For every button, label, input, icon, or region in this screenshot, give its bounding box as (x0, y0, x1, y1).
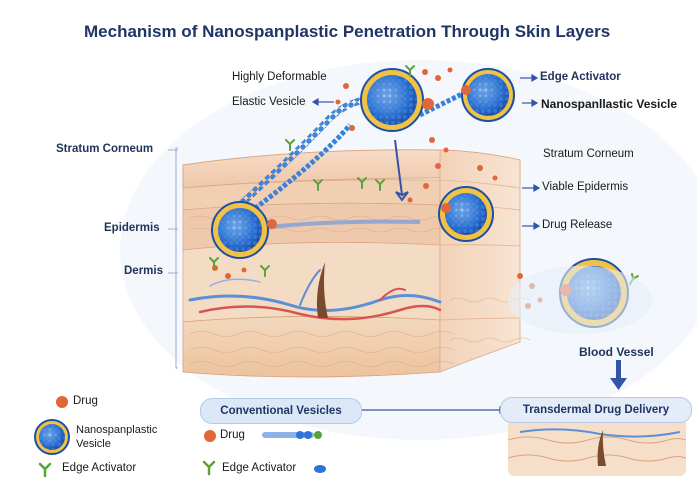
transdermal-pill: Transdermal Drug Delivery (500, 397, 692, 423)
layer-label-epidermis: Epidermis (104, 222, 160, 234)
edge-activator-icon (36, 460, 54, 478)
legend-vesicle-label-2: Vesicle (76, 438, 111, 450)
legend-drug-label: Drug (73, 395, 98, 407)
zoom-disc (508, 266, 652, 334)
label-edge-activator: Edge Activator (540, 71, 621, 83)
vesicle-dot-icon (313, 464, 327, 474)
transdermal-mini-skin (508, 418, 686, 476)
right-label-viable-epidermis: Viable Epidermis (542, 181, 628, 193)
right-label-stratum-corneum: Stratum Corneum (543, 148, 634, 160)
drug-dot-icon (54, 394, 70, 410)
label-elastic-vesicle: Elastic Vesicle (232, 96, 306, 108)
vesicle-icon (461, 69, 514, 121)
page-title: Mechanism of Nanospanplastic Penetration… (84, 22, 610, 42)
drug-dot-icon (202, 428, 218, 444)
vesicle-icon (439, 187, 493, 241)
legend-edge-activator-label: Edge Activator (62, 462, 136, 474)
label-nanospanlastic-vesicle: Nanospanllastic Vesicle (541, 97, 677, 111)
legend-vesicle-label-1: Nanospanplastic (76, 424, 157, 436)
bottom-drug-label: Drug (220, 429, 245, 441)
right-label-blood-vessel: Blood Vessel (579, 345, 654, 359)
layer-label-dermis: Dermis (124, 265, 163, 277)
conventional-vesicles-pill: Conventional Vesicles (200, 398, 362, 424)
edge-activator-icon (200, 458, 218, 476)
skin-subcutis-layer (183, 316, 440, 377)
label-highly-deformable: Highly Deformable (232, 71, 327, 83)
bottom-edge-activator-label: Edge Activator (222, 462, 296, 474)
layer-label-stratum-corneum: Stratum Corneum (56, 143, 153, 155)
right-label-drug-release: Drug Release (542, 219, 612, 231)
vesicle-icon (32, 417, 72, 457)
